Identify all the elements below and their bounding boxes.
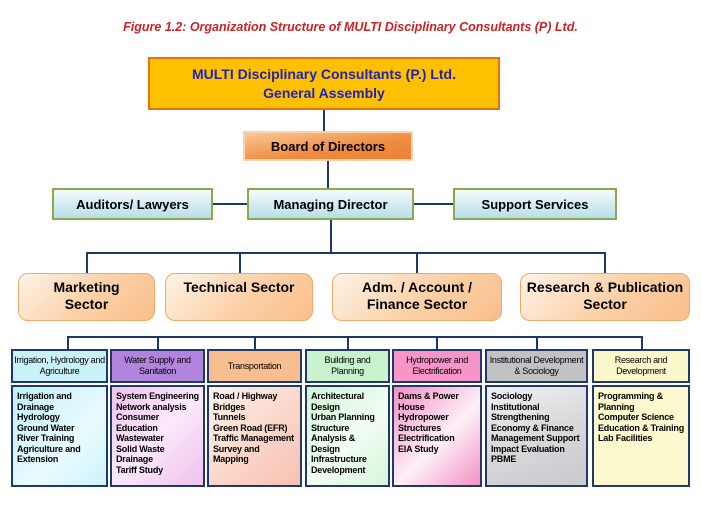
dept-item: Bridges xyxy=(213,401,246,412)
dept-header-water-supply: Water Supply and Sanitation xyxy=(110,349,205,383)
dept-item: Survey and Mapping xyxy=(213,443,260,465)
dept-item: Solid Waste xyxy=(116,443,165,454)
sector-research-publication: Research & Publication Sector xyxy=(520,273,690,321)
dept-item: Institutional Strengthening xyxy=(491,401,550,423)
connector-bus-admin xyxy=(416,252,418,273)
connector-dept-2 xyxy=(157,336,159,349)
department-bus-line xyxy=(67,336,643,338)
assembly-line1: MULTI Disciplinary Consultants (P.) Ltd. xyxy=(192,65,456,82)
sector-technical: Technical Sector xyxy=(165,273,313,321)
dept-header-research-dev: Research and Development xyxy=(592,349,690,383)
dept-item: Lab Facilities xyxy=(598,433,653,443)
sector-label: Research & Publication Sector xyxy=(526,279,684,312)
dept-item: Programming & Planning xyxy=(598,391,663,412)
dept-header-hydropower: Hydropower and Electrification xyxy=(392,349,482,383)
dept-item: Consumer Education xyxy=(116,412,159,433)
dept-item: Architectural Design xyxy=(311,391,364,412)
dept-item: Electrification xyxy=(398,433,455,443)
dept-item: EIA Study xyxy=(398,443,439,454)
dept-item: Education & Training xyxy=(598,422,685,433)
dept-item: Network analysis xyxy=(116,401,187,412)
connector-dept-5 xyxy=(436,336,438,349)
dept-item: Tunnels xyxy=(213,412,246,422)
sector-label: Adm. / Account / Finance Sector xyxy=(362,279,472,312)
dept-header-transportation: Transportation xyxy=(207,349,302,383)
connector-bus-research xyxy=(604,252,606,273)
connector-dept-4 xyxy=(347,336,349,349)
general-assembly-box: MULTI Disciplinary Consultants (P.) Ltd.… xyxy=(148,57,500,110)
sector-bus-line xyxy=(86,252,606,254)
support-services-box: Support Services xyxy=(453,188,617,220)
assembly-line2: General Assembly xyxy=(263,84,385,101)
board-of-directors-box: Board of Directors xyxy=(243,131,413,161)
dept-item: Agriculture and Extension xyxy=(17,443,81,465)
dept-item: River Training xyxy=(17,433,75,443)
connector-dept-7 xyxy=(641,336,643,349)
connector-auditors-md xyxy=(213,203,247,205)
dept-item: System Engineering xyxy=(116,391,199,401)
sector-label: Marketing Sector xyxy=(53,279,120,312)
dept-item: Green Road (EFR) xyxy=(213,422,288,433)
connector-dept-6 xyxy=(536,336,538,349)
dept-item: Wastewater xyxy=(116,433,164,443)
dept-header-irrigation: Irrigation, Hydrology and Agriculture xyxy=(11,349,108,383)
connector-bus-technical xyxy=(239,252,241,273)
dept-item: Hydropower Structures xyxy=(398,412,449,433)
dept-item: Irrigation and Drainage xyxy=(17,391,72,412)
dept-item: Hydrology xyxy=(17,412,60,422)
connector-dept-3 xyxy=(254,336,256,349)
dept-item: PBME xyxy=(491,454,517,464)
dept-item: Traffic Management xyxy=(213,433,294,443)
connector-bus-marketing xyxy=(86,252,88,273)
sector-marketing: Marketing Sector xyxy=(18,273,155,321)
connector-board-md xyxy=(327,161,329,188)
sector-admin-account-finance: Adm. / Account / Finance Sector xyxy=(332,273,502,321)
dept-item: Urban Planning xyxy=(311,412,375,422)
auditors-lawyers-box: Auditors/ Lawyers xyxy=(52,188,213,220)
dept-header-institutional: Institutional Development & Sociology xyxy=(485,349,588,383)
dept-item: Infrastructure Development xyxy=(311,454,367,475)
connector-md-bus xyxy=(330,220,332,252)
dept-item: Road / Highway xyxy=(213,391,278,401)
dept-item: Impact Evaluation xyxy=(491,443,565,454)
connector-assembly-board xyxy=(323,110,325,132)
dept-item: Economy & Finance xyxy=(491,422,574,433)
dept-item: Computer Science xyxy=(598,412,674,422)
connector-md-support xyxy=(414,203,453,205)
dept-header-building-planning: Building and Planning xyxy=(305,349,390,383)
connector-dept-1 xyxy=(67,336,69,349)
figure-title: Figure 1.2: Organization Structure of MU… xyxy=(123,20,578,34)
dept-item: Drainage xyxy=(116,454,153,464)
sector-label: Technical Sector xyxy=(183,279,295,295)
dept-item: Tariff Study xyxy=(116,464,163,475)
managing-director-box: Managing Director xyxy=(247,188,414,220)
dept-item: Structure Analysis & Design xyxy=(311,422,356,454)
dept-item: Management Support xyxy=(491,433,580,443)
dept-item: Ground Water xyxy=(17,422,75,433)
dept-item: Sociology xyxy=(491,391,533,401)
dept-item: Dams & Power House xyxy=(398,391,459,412)
